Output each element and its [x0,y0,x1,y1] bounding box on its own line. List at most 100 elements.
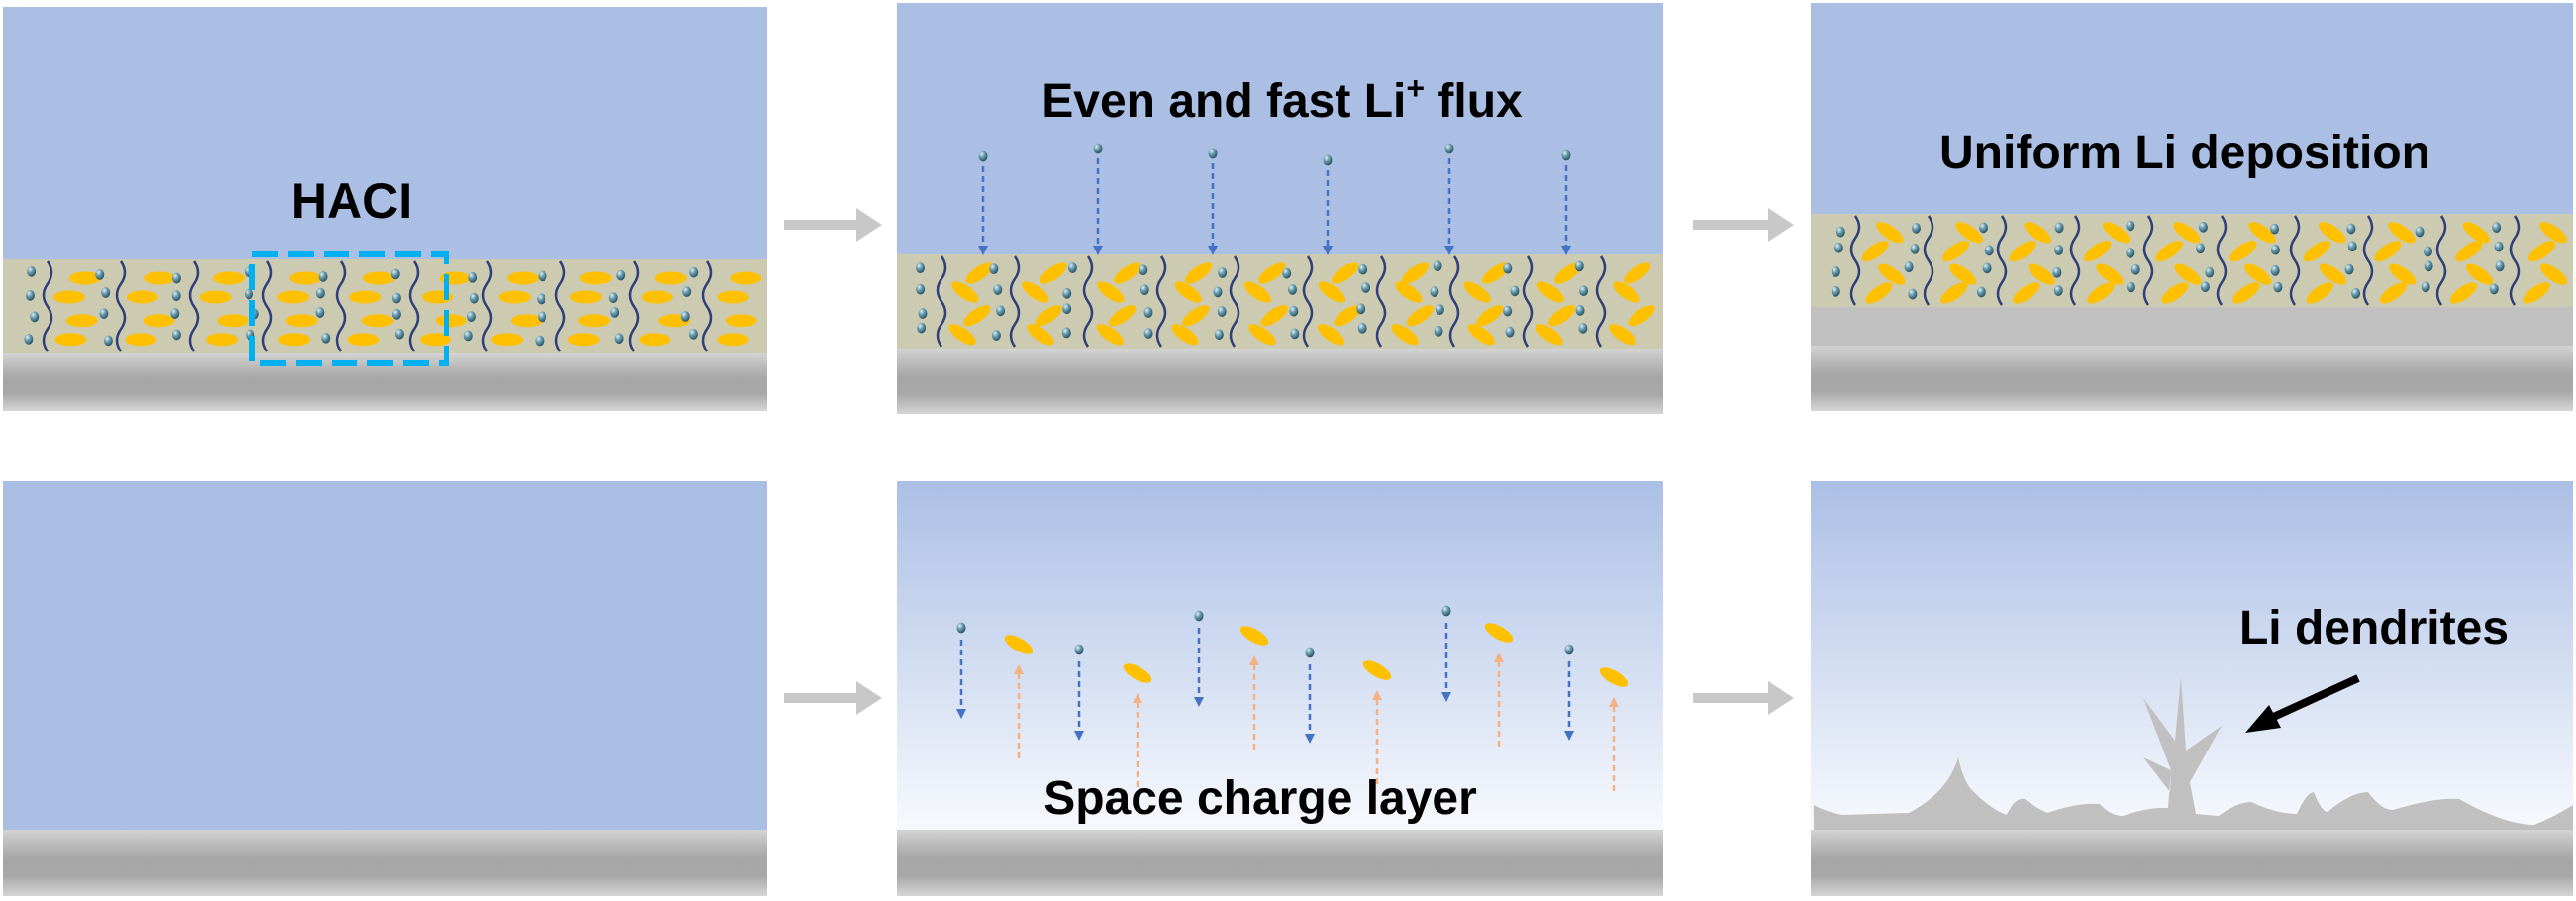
anion [1035,305,1062,327]
anion [1876,222,1904,244]
anion [2319,263,2347,285]
anion [1536,324,1563,346]
panel-haci-interphase: HACI [3,7,767,411]
polymer-chain [1448,255,1460,348]
anion [65,314,98,328]
polymer-chain [2435,215,2447,306]
li-ion [996,305,1006,317]
anion-arrow-head [1372,690,1382,700]
li-ion [1061,327,1071,339]
polymer-chain [628,260,640,352]
li-ion [1218,267,1228,278]
anion [52,290,85,304]
anion [212,271,245,285]
li-ion [1831,266,1840,277]
li-ion [688,328,698,340]
li-ion [2421,281,2430,293]
li-ion [2196,243,2206,254]
anion [347,333,380,347]
li-ion [1833,242,1843,253]
li-ion [537,293,546,305]
polymer-chain [2069,215,2081,306]
polymer-chain [1229,255,1240,348]
li-ion [956,622,966,634]
anion [1109,305,1137,327]
li-ion [1904,261,1914,273]
li-ion [2494,241,2504,252]
anion [1624,262,1651,284]
li-ion [170,308,180,319]
li-ion [538,270,547,282]
anion [2248,222,2276,244]
li-ion [1214,329,1224,341]
electrolyte [897,3,1663,254]
anion [579,271,612,285]
anion [1476,305,1504,327]
anion [2229,240,2257,262]
li-ion [1139,284,1149,296]
li-ion [315,287,325,299]
anion [1004,635,1034,654]
li-ion [2492,222,2502,234]
li-ion [95,268,105,280]
li-ion [991,330,1001,341]
anion [1239,626,1269,646]
anion [725,314,757,328]
polymer-chain [1375,255,1387,348]
anion [567,333,600,347]
li-ion [2126,247,2135,258]
anion [1406,305,1435,327]
li-ion [2198,221,2208,233]
li-ion [616,269,626,281]
label-space-charge: Space charge layer [1043,772,1477,825]
anion [144,271,176,285]
anion [2306,282,2333,304]
li-ion [1067,262,1077,273]
anion [1182,305,1210,327]
li-ion [1323,154,1333,166]
panel-dendrites: Li dendrites [1811,481,2573,896]
anion [1609,324,1636,346]
polymer-chain [1849,215,1861,306]
anion [641,290,673,304]
li-ion [1305,647,1315,658]
li-ion [2270,264,2280,276]
anion [507,271,540,285]
li-flux-arrow-head [1323,246,1333,255]
li-ion [978,150,988,162]
li-ion [1435,304,1444,316]
li-ion [608,292,618,304]
haci-molecules [916,255,1655,348]
li-ion [390,268,400,280]
electrolyte [3,7,767,259]
anion [126,290,158,304]
li-ion [1979,222,1989,234]
anion [205,333,238,347]
polymer-chain [2509,215,2521,306]
process-arrow-shaft [1693,693,1770,703]
anion [1022,281,1049,303]
polymer-chain [1996,215,2008,306]
anion [1096,324,1125,346]
polymer-chain [1595,255,1607,348]
li-ion [2126,220,2135,232]
li-ion [2424,260,2433,272]
li-ion [99,308,109,320]
anion [2389,263,2417,285]
polymer-chain [1302,255,1314,348]
li-ion [2205,266,2215,278]
li-ion [2351,287,2361,299]
li-ion [1357,322,1367,334]
panel-space-charge: Space charge layer [897,481,1663,896]
li-ion [25,289,35,301]
anion [1613,281,1640,303]
anion [1174,281,1202,303]
anion [717,333,749,347]
polymer-chain [1522,255,1534,348]
polymer-chain [261,260,273,352]
li-substrate [3,830,767,896]
li-ion [469,292,479,304]
li-ion [917,322,927,334]
anion [143,314,175,328]
li-ion [1910,243,1920,254]
